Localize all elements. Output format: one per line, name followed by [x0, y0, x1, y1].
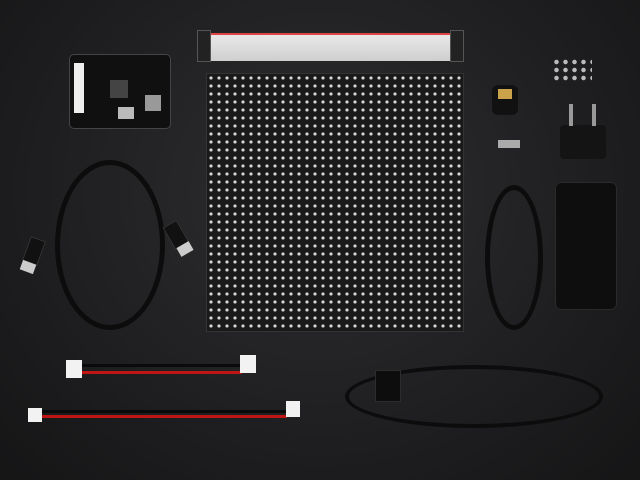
led-matrix-panel — [207, 74, 463, 331]
board-sd-slot — [145, 95, 161, 111]
power-supply — [555, 182, 617, 310]
ac-plug — [375, 370, 401, 402]
usb-dongle — [492, 85, 518, 115]
plug-adapter — [560, 125, 606, 159]
usb-cable-coil — [55, 160, 165, 330]
ribbon-cable — [205, 33, 457, 61]
board-chip — [110, 80, 128, 98]
screws — [552, 58, 592, 82]
power-wire-black — [82, 364, 242, 367]
power-wire-red — [82, 371, 242, 374]
jst-connector — [240, 355, 256, 373]
dongle-tip — [498, 89, 512, 99]
ribbon-connector-left — [197, 30, 211, 62]
controller-board — [70, 55, 170, 128]
jst-connector — [286, 401, 300, 417]
dc-cable-coil — [485, 185, 543, 330]
jst-connector — [28, 408, 42, 422]
board-usb-port — [118, 107, 134, 119]
jst-connector — [66, 360, 82, 378]
board-header — [74, 63, 84, 113]
adapter-pin — [592, 104, 596, 126]
ribbon-connector-right — [450, 30, 464, 62]
jst-wire-red — [42, 415, 287, 418]
adapter-pin — [569, 104, 573, 126]
jst-wire-black — [42, 410, 287, 413]
dc-plug — [498, 140, 520, 148]
ac-power-cord — [345, 365, 603, 428]
